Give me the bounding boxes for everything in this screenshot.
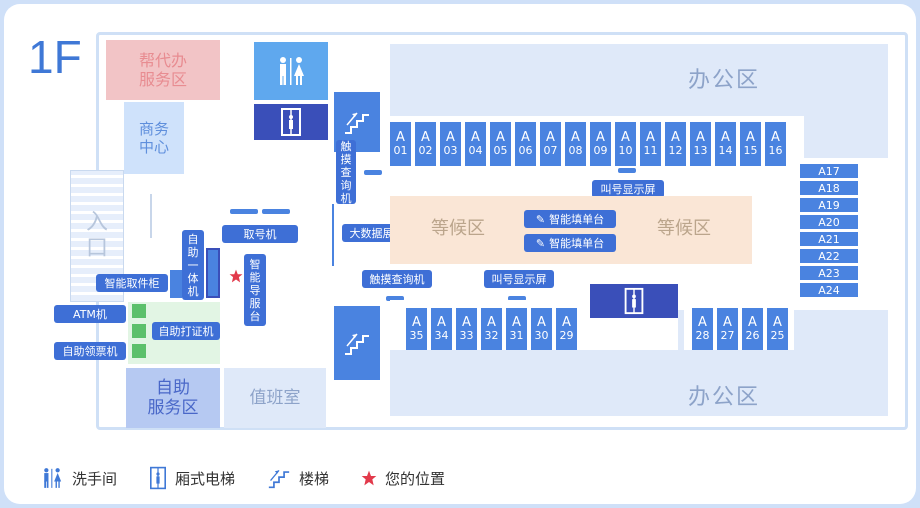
elevator-icon xyxy=(624,287,644,315)
form-desk-1[interactable]: ✎智能填单台 xyxy=(524,210,616,228)
window-A21[interactable]: A21 xyxy=(800,232,858,246)
elevator-icon xyxy=(281,108,301,136)
green-machine-2 xyxy=(132,324,146,338)
self-print-machine[interactable]: 自助打证机 xyxy=(152,322,220,340)
call-display-top[interactable]: 叫号显示屏 xyxy=(592,180,664,198)
call-display-bottom[interactable]: 叫号显示屏 xyxy=(484,270,554,288)
you-are-here xyxy=(229,268,243,283)
window-A19[interactable]: A19 xyxy=(800,198,858,212)
legend-location: 您的位置 xyxy=(361,466,445,490)
window-A20[interactable]: A20 xyxy=(800,215,858,229)
self-service-all-in-one[interactable]: 自 助 一 体 机 xyxy=(182,230,204,300)
stairs-icon xyxy=(345,112,369,134)
corridor-line xyxy=(332,204,334,266)
floor-label: 1F xyxy=(28,31,82,83)
green-machine-3 xyxy=(132,344,146,358)
pen-icon: ✎ xyxy=(535,236,546,250)
waiting-zone-right: 等候区 xyxy=(657,218,711,240)
waiting-area xyxy=(390,196,752,264)
windows-right-column: A17 A18 A19 A20 A21 A22 A23 A24 xyxy=(800,164,858,297)
atm[interactable]: ATM机 xyxy=(54,305,126,323)
smart-guide-desk[interactable]: 智 能 导 服 台 xyxy=(244,254,266,326)
restroom-icon xyxy=(280,57,304,85)
call-display-bar-top xyxy=(618,168,636,173)
window-A17[interactable]: A17 xyxy=(800,164,858,178)
form-desk-2[interactable]: ✎智能填单台 xyxy=(524,234,616,252)
green-machine-1 xyxy=(132,304,146,318)
stairs-icon xyxy=(345,333,369,355)
stairs-icon xyxy=(268,469,290,489)
waiting-zone-left: 等候区 xyxy=(431,218,485,240)
self-ticket-machine[interactable]: 自助领票机 xyxy=(54,342,126,360)
window-A24[interactable]: A24 xyxy=(800,283,858,297)
touch-query-bar xyxy=(364,170,382,175)
elevator-top xyxy=(254,104,328,140)
legend-stairs: 楼梯 xyxy=(267,466,329,490)
ticket-machine[interactable]: 取号机 xyxy=(222,225,298,243)
pen-icon: ✎ xyxy=(535,212,546,226)
star-icon xyxy=(361,470,377,486)
floor-map: 1F 南 北 帮代办 服务区 商务 中心 入 口 智能取件柜 自 助 一 体 机… xyxy=(4,4,916,504)
ticket-machine-bar-1 xyxy=(230,209,258,214)
legend: 洗手间 厢式电梯 楼梯 您的位置 xyxy=(40,466,445,490)
self-service-zone: 自助 服务区 xyxy=(126,368,220,428)
window-A22[interactable]: A22 xyxy=(800,249,858,263)
proxy-service-zone: 帮代办 服务区 xyxy=(106,40,220,100)
restroom xyxy=(254,42,328,100)
all-in-one-block xyxy=(206,248,220,298)
restroom-icon xyxy=(44,468,62,488)
elevator-bottom xyxy=(590,284,678,318)
divider xyxy=(150,194,152,238)
touch-query-vertical[interactable]: 触 摸 查 询 机 xyxy=(336,140,356,205)
stairs-top xyxy=(334,92,380,152)
legend-restroom: 洗手间 xyxy=(40,466,117,490)
smart-pickup-cabinet[interactable]: 智能取件柜 xyxy=(96,274,168,292)
business-center: 商务 中心 xyxy=(124,102,184,174)
star-icon xyxy=(229,269,243,283)
pickup-cabinet-block xyxy=(170,270,182,298)
touch-query-bar-2 xyxy=(386,296,404,301)
legend-elevator: 厢式电梯 xyxy=(149,466,235,490)
elevator-icon xyxy=(150,466,167,490)
duty-room: 值班室 xyxy=(224,368,326,428)
window-A18[interactable]: A18 xyxy=(800,181,858,195)
ticket-machine-bar-2 xyxy=(262,209,290,214)
touch-query-machine[interactable]: 触摸查询机 xyxy=(362,270,432,288)
entrance-label: 入 口 xyxy=(85,209,108,261)
stairs-bottom xyxy=(334,306,380,380)
call-display-bar-bottom xyxy=(508,296,526,301)
window-A23[interactable]: A23 xyxy=(800,266,858,280)
